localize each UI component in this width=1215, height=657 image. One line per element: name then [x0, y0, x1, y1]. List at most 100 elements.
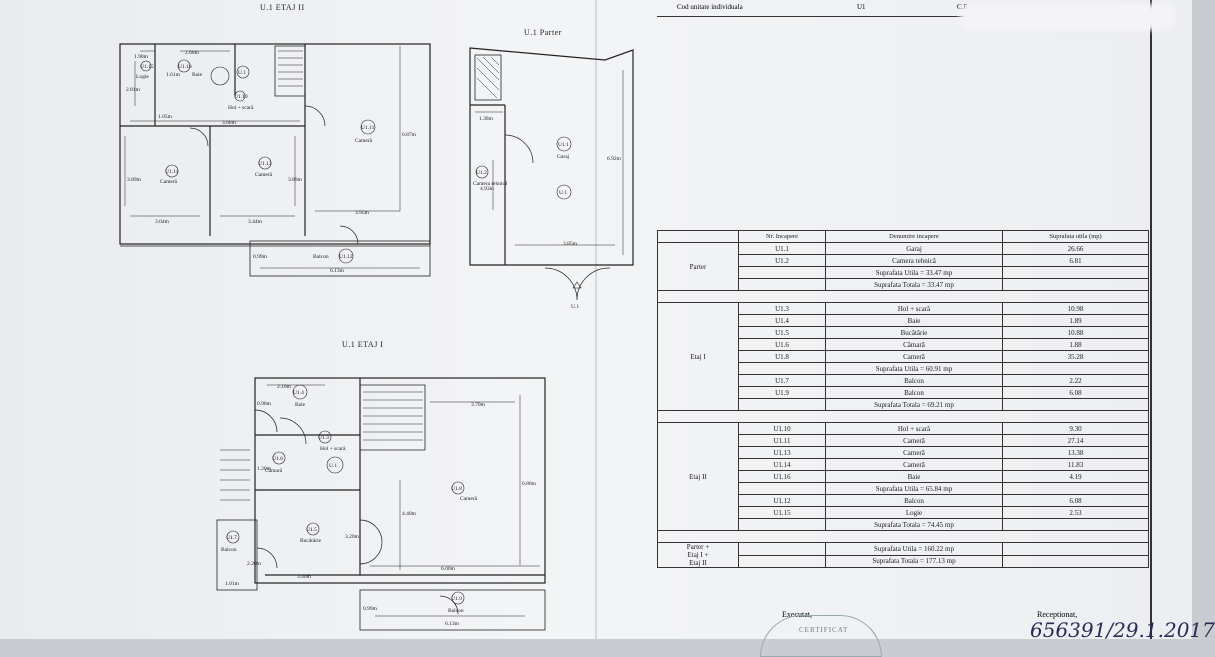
table-total-row: Suprafata Totala = 69.21 mp	[658, 398, 1149, 411]
parter-dim-4: 3.85m	[563, 241, 578, 247]
page-fold	[595, 0, 597, 639]
etaj1-dim-10: 1.01m	[225, 581, 240, 587]
table-row: Etaj I U1.3 Hol + scară 10.98	[657, 302, 1149, 411]
etaj2-dim-4: 2.81m	[126, 87, 141, 93]
header-denumire: Denumire incapere	[825, 230, 1003, 243]
etaj1-dim-3: 3.70m	[471, 402, 486, 408]
etaj2-name-camera-2: Cameră	[160, 179, 178, 185]
etaj2-name-balcon: Balcon	[313, 254, 329, 260]
etaj2-dim-9: 3.89m	[288, 177, 303, 183]
etaj2-dim-10: 3.04m	[155, 219, 170, 225]
etaj1-dim-4: 1.20m	[257, 466, 272, 472]
parter-dim-2: 6.92m	[607, 156, 622, 162]
etaj1-name-camera: Cameră	[460, 496, 478, 502]
etaj2-dim-6: 3.68m	[222, 120, 237, 126]
etaj1-name-camara: Cămară	[265, 468, 283, 474]
certificate-stamp: CERTIFICAT	[760, 615, 882, 657]
summary-row: Suprafata Totala = 177.13 mp	[658, 554, 1149, 568]
parter-room-u11: U1.1	[558, 142, 569, 148]
plan-title-etaj1: U.1 ETAJ I	[342, 340, 384, 349]
etaj2-room-u113: U1.13	[258, 161, 272, 167]
etaj2-name-logie: Logie	[136, 74, 149, 80]
header-suprafata: Suprafata utila (mp)	[1002, 230, 1149, 243]
header-nr: Nr. Incapere	[738, 230, 826, 243]
parter-name-garaj: Garaj	[557, 154, 570, 160]
etaj2-dim-1: 1.90m	[134, 54, 149, 60]
plan-title-etaj2: U.1 ETAJ II	[260, 3, 305, 12]
etaj2-dim-14: 6.13m	[330, 268, 345, 274]
spacer-row	[657, 530, 1149, 543]
cod-value: U1	[857, 3, 866, 11]
etaj1-room-u14: U1.4	[293, 390, 304, 396]
etaj1-dim-6: 4.40m	[402, 511, 417, 517]
plan-title-parter: U.1 Parter	[524, 28, 562, 37]
redacted-area	[960, 4, 1175, 30]
etaj1-dim-9: 3.40m	[297, 574, 312, 580]
etaj2-dim-12: 3.95m	[355, 210, 370, 216]
etaj2-room-u112: U1.12	[339, 254, 353, 260]
etaj1-dim-8: 2.20m	[247, 561, 262, 567]
etaj2-dim-13: 0.99m	[253, 254, 268, 260]
table-total-row: Suprafata Utila = 65.84 mp	[658, 482, 1149, 495]
floor-plan-etaj1: 2.10m 0.90m 3.70m 1.20m 6.80m 4.40m 3.20…	[216, 377, 546, 631]
frame-border	[1150, 0, 1152, 639]
etaj2-room-u115: U1.15	[140, 64, 154, 70]
etaj2-dim-2: 2.68m	[185, 50, 200, 56]
etaj1-room-u19: U1.9	[451, 596, 462, 602]
etaj1-room-u17: U1.7	[226, 535, 237, 541]
etaj2-name-hol: Hol + scară	[228, 105, 254, 111]
etaj1-room-u15: U1.5	[306, 527, 317, 533]
spacer-row	[657, 290, 1149, 303]
parter-room-u12: U1.2	[476, 170, 487, 176]
table-row: Parter U1.1 Garaj 26.66	[657, 242, 1149, 291]
etaj2-dim-3: 1.61m	[166, 72, 181, 78]
receptionat-label: Receptionat,	[1037, 610, 1078, 619]
etaj1-room-u16: U1.6	[272, 456, 283, 462]
parter-room-u1: U.1	[559, 190, 567, 196]
etaj2-dim-11: 3.44m	[248, 219, 263, 225]
etaj2-room-u1: U.1	[238, 70, 246, 76]
group-parter: Parter	[657, 242, 739, 291]
etaj1-name-baie: Baie	[295, 402, 306, 408]
etaj1-name-bucatarie: Bucătărie	[300, 538, 322, 544]
etaj2-dim-7: 6.87m	[402, 132, 417, 138]
etaj1-name-balcon-1: Balcon	[221, 547, 237, 553]
parter-name-camera-tehnica: Camera tehnică	[473, 181, 508, 187]
etaj2-room-u111: U1.11	[361, 125, 375, 131]
floor-plan-parter: 1.38m 6.92m 4.93m 3.85m U1.1 U1.2 U.1 U.…	[469, 47, 634, 310]
etaj1-name-hol: Hol + scară	[320, 446, 346, 452]
etaj2-name-camera-3: Cameră	[255, 172, 273, 178]
etaj2-room-u110: U1.10	[234, 94, 248, 100]
etaj1-dim-7: 3.20m	[345, 534, 360, 540]
group-etaj2: Etaj II	[657, 422, 739, 531]
group-etaj1: Etaj I	[657, 302, 739, 411]
etaj1-dim-5: 6.80m	[522, 481, 537, 487]
stamp-text: CERTIFICAT	[799, 626, 849, 634]
etaj1-dim-13: 6.13m	[445, 621, 460, 627]
etaj1-room-u1: U.1	[329, 463, 337, 469]
etaj1-dim-12: 0.99m	[363, 606, 378, 612]
etaj2-name-baie: Baie	[192, 72, 203, 78]
etaj2-room-u116: U1.16	[178, 64, 192, 70]
parter-dim-1: 1.38m	[479, 116, 494, 122]
summary-row: Parter + Etaj I + Etaj II Suprafata Util…	[657, 542, 1149, 568]
etaj1-dim-11: 6.00m	[441, 566, 456, 572]
floor-plan-etaj2: 1.90m 2.68m 1.61m 2.81m 1.05m 3.68m 6.87…	[119, 43, 431, 277]
etaj1-room-u13: U1.3	[318, 435, 329, 441]
room-area-table: Nr. Incapere Denumire incapere Suprafata…	[657, 230, 1149, 568]
group-summary: Parter + Etaj I + Etaj II	[657, 542, 739, 568]
table-total-row: Suprafata Utila = 33.47 mp	[658, 266, 1149, 279]
spacer-row	[657, 410, 1149, 423]
table-header-row: Nr. Incapere Denumire incapere Suprafata…	[657, 230, 1149, 243]
parter-room-u1-entry: U.1	[571, 304, 579, 310]
etaj2-dim-8: 3.89m	[127, 177, 142, 183]
etaj2-name-camera-1: Cameră	[355, 138, 373, 144]
cod-label: Cod unitate individuala	[677, 3, 743, 11]
table-row: Etaj II U1.10 Hol + scară 9.30	[657, 422, 1149, 531]
etaj1-dim-2: 0.90m	[257, 401, 272, 407]
